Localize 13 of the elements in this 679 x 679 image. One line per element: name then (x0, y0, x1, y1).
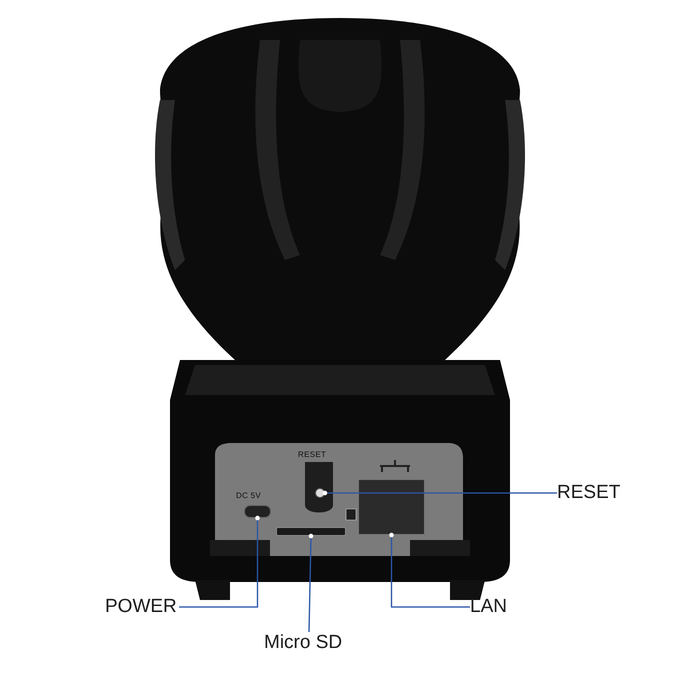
callout-label: LAN (470, 596, 507, 618)
callout-label: POWER (105, 596, 177, 618)
leader-line (179, 516, 260, 608)
power-port (244, 505, 271, 518)
leader-line (322, 490, 557, 496)
callout-label: Micro SD (264, 632, 342, 654)
ethernet-port (358, 479, 425, 535)
leader-line (389, 532, 470, 608)
leader-line (308, 534, 314, 632)
port-label: DC 5V (236, 491, 262, 500)
sd-card-slot (276, 527, 346, 536)
port-label: RESET (298, 450, 326, 459)
callout-label: RESET (557, 482, 620, 504)
